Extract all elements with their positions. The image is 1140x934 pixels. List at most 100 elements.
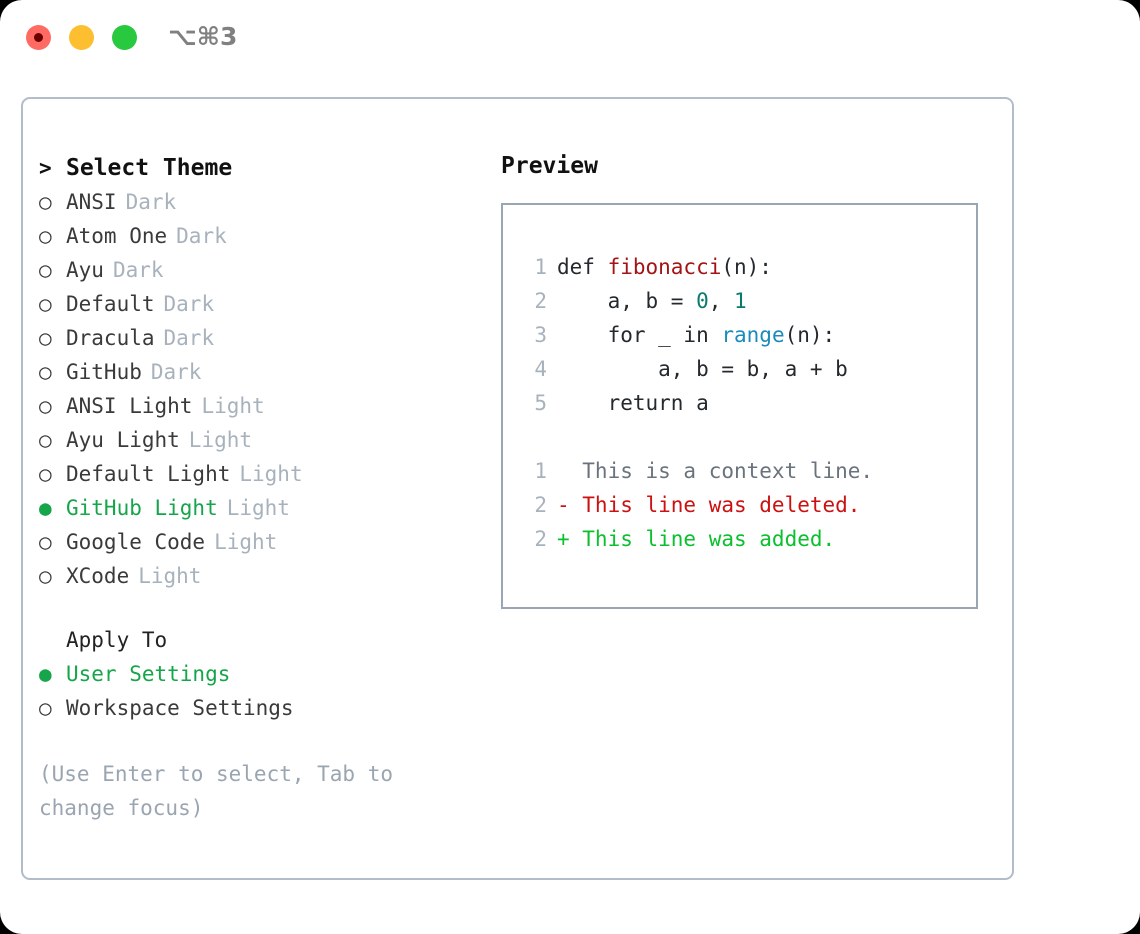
diff-text: + This line was added.: [557, 527, 836, 551]
radio-unselected-icon[interactable]: ○: [39, 696, 52, 720]
theme-name: ANSI Light: [66, 394, 193, 418]
preview-label: Preview: [501, 153, 598, 179]
theme-list-item[interactable]: ○ Default Dark: [39, 287, 469, 321]
code-diff-gap: [525, 420, 976, 454]
theme-kind-badge: Light: [201, 394, 265, 418]
radio-unselected-icon[interactable]: ○: [39, 326, 52, 350]
theme-list-item[interactable]: ● GitHub Light Light: [39, 491, 469, 525]
line-number: 2: [534, 493, 547, 517]
keyboard-hint-text: (Use Enter to select, Tab to change focu…: [39, 762, 394, 820]
apply-to-label: User Settings: [66, 662, 231, 686]
theme-name: ANSI: [66, 190, 117, 214]
traffic-light-buttons: [26, 25, 137, 50]
theme-list-item[interactable]: ○ ANSI Dark: [39, 185, 469, 219]
radio-selected-icon[interactable]: ●: [39, 662, 52, 686]
theme-list-item[interactable]: ○ XCode Light: [39, 559, 469, 593]
radio-unselected-icon[interactable]: ○: [39, 190, 52, 214]
theme-name: Ayu Light: [66, 428, 180, 452]
line-number: 1: [534, 459, 547, 483]
code-token: range: [721, 323, 785, 347]
theme-kind-badge: Dark: [150, 360, 202, 384]
radio-unselected-icon[interactable]: ○: [39, 564, 52, 588]
radio-unselected-icon[interactable]: ○: [39, 394, 52, 418]
theme-name: Atom One: [66, 224, 168, 248]
title-bar: ⌥⌘3: [0, 0, 1140, 76]
theme-name: Google Code: [66, 530, 206, 554]
theme-kind-badge: Dark: [112, 258, 164, 282]
apply-to-option[interactable]: ● User Settings: [39, 657, 469, 691]
theme-kind-badge: Light: [226, 496, 290, 520]
code-token: ,: [708, 289, 735, 313]
radio-selected-icon[interactable]: ●: [39, 496, 52, 520]
code-token: a, b =: [557, 289, 697, 313]
theme-name: GitHub: [66, 360, 142, 384]
theme-list-item[interactable]: ○ Atom One Dark: [39, 219, 469, 253]
apply-to-list: ● User Settings ○ Workspace Settings: [39, 657, 469, 725]
apply-to-heading: Apply To: [66, 628, 168, 652]
theme-list-item[interactable]: ○ ANSI Light Light: [39, 389, 469, 423]
maximize-window-button[interactable]: [112, 25, 137, 50]
line-number: 4: [534, 357, 547, 381]
theme-kind-badge: Light: [214, 530, 278, 554]
prompt-caret-icon: >: [39, 156, 52, 180]
minimize-window-button[interactable]: [69, 25, 94, 50]
apply-to-option[interactable]: ○ Workspace Settings: [39, 691, 469, 725]
theme-list-item[interactable]: ○ GitHub Dark: [39, 355, 469, 389]
line-number: 2: [534, 527, 547, 551]
theme-kind-badge: Dark: [176, 224, 227, 248]
code-line: 5 return a: [525, 386, 976, 420]
list-spacer: [39, 593, 469, 623]
code-token: fibonacci: [607, 255, 722, 279]
theme-name: XCode: [66, 564, 130, 588]
code-line: 4 a, b = b, a + b: [525, 352, 976, 386]
code-token: a, b = b, a + b: [557, 357, 848, 381]
radio-unselected-icon[interactable]: ○: [39, 530, 52, 554]
theme-kind-badge: Light: [138, 564, 202, 588]
code-token: return a: [557, 391, 709, 415]
diff-text: This is a context line.: [557, 459, 874, 483]
radio-unselected-icon[interactable]: ○: [39, 428, 52, 452]
radio-unselected-icon[interactable]: ○: [39, 462, 52, 486]
theme-list-item[interactable]: ○ Ayu Light Light: [39, 423, 469, 457]
theme-name: Dracula: [66, 326, 155, 350]
code-line: 3 for _ in range(n):: [525, 318, 976, 352]
code-token: for _ in: [557, 323, 722, 347]
code-line: 1 def fibonacci(n):: [525, 250, 976, 284]
theme-name: Default: [66, 292, 155, 316]
diff-sample: 1 This is a context line. 2 - This line wa…: [525, 454, 976, 556]
theme-name: GitHub Light: [66, 496, 218, 520]
radio-unselected-icon[interactable]: ○: [39, 258, 52, 282]
line-number: 2: [534, 289, 547, 313]
line-number: 5: [534, 391, 547, 415]
radio-unselected-icon[interactable]: ○: [39, 360, 52, 384]
theme-kind-badge: Dark: [163, 292, 215, 316]
code-token: 1: [734, 289, 747, 313]
diff-line: 2 + This line was added.: [525, 522, 976, 556]
theme-name: Default Light: [66, 462, 231, 486]
theme-kind-badge: Light: [188, 428, 253, 452]
code-token: (n):: [784, 323, 836, 347]
theme-kind-badge: Dark: [125, 190, 177, 214]
keyboard-shortcut-label: ⌥⌘3: [168, 22, 238, 51]
line-number: 3: [534, 323, 547, 347]
diff-line: 2 - This line was deleted.: [525, 488, 976, 522]
code-token: 0: [696, 289, 709, 313]
radio-unselected-icon[interactable]: ○: [39, 224, 52, 248]
diff-text: - This line was deleted.: [557, 493, 861, 517]
apply-to-label: Workspace Settings: [66, 696, 294, 720]
line-number: 1: [534, 255, 547, 279]
theme-list-item[interactable]: ○ Google Code Light: [39, 525, 469, 559]
close-window-button[interactable]: [26, 25, 51, 50]
code-token: (n):: [721, 255, 772, 279]
page-title: Select Theme: [66, 155, 233, 181]
code-token: def: [557, 255, 608, 279]
radio-unselected-icon[interactable]: ○: [39, 292, 52, 316]
